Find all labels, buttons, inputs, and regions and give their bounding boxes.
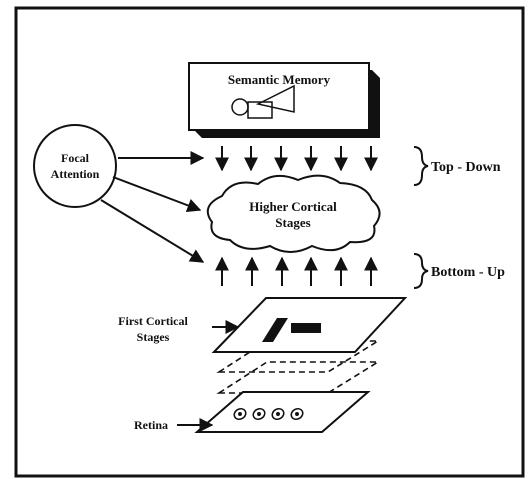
higher-cortical-cloud: Higher Cortical Stages xyxy=(206,174,381,253)
focal-attention-node: Focal Attention xyxy=(33,124,117,208)
bottom-up-arrows xyxy=(215,256,378,286)
retina-label: Retina xyxy=(134,418,168,432)
top-down-arrows xyxy=(215,146,378,172)
retina-layer xyxy=(194,391,371,433)
first-cortical-layers xyxy=(211,297,408,394)
bottom-up-label: Bottom - Up xyxy=(431,265,505,280)
higher-cortical-line1: Higher Cortical xyxy=(249,199,337,214)
receptor-icons xyxy=(233,407,304,421)
focal-attention-line1: Focal xyxy=(61,151,90,165)
top-down-brace xyxy=(413,146,429,186)
figure-frame xyxy=(14,6,525,478)
horizontal-bar-feature xyxy=(291,323,321,333)
top-down-label: Top - Down xyxy=(431,160,501,175)
memory-shapes-icon xyxy=(231,84,295,119)
semantic-memory-label: Semantic Memory xyxy=(228,72,331,87)
attention-arrows xyxy=(100,151,205,263)
higher-cortical-line2: Stages xyxy=(275,215,310,230)
semantic-memory-box: Semantic Memory xyxy=(188,62,380,138)
focal-attention-line2: Attention xyxy=(51,167,100,181)
bottom-up-brace xyxy=(413,253,429,289)
first-cortical-line2: Stages xyxy=(137,330,170,344)
first-cortical-line1: First Cortical xyxy=(118,314,188,328)
oriented-bar-feature xyxy=(262,318,288,342)
